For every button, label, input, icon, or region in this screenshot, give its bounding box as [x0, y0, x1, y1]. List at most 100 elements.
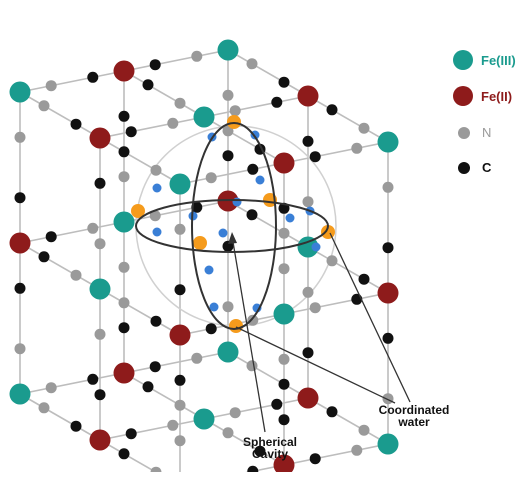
c-atom [271, 96, 283, 108]
n-atom [358, 424, 370, 436]
fe2-atom [113, 60, 135, 82]
cn-bond [99, 418, 205, 441]
c-atom [205, 323, 217, 335]
n-atom [278, 227, 290, 239]
n-atom [302, 196, 314, 208]
water-hydrogen [255, 175, 265, 185]
fe2-atom [169, 324, 191, 346]
water-oxygen [131, 204, 145, 218]
n-legend-dot [458, 126, 470, 139]
c-atom [302, 135, 314, 147]
c-atom [358, 273, 370, 285]
n-atom [38, 100, 50, 112]
cavity-ring-horizontal [135, 199, 329, 253]
cn-bond [19, 393, 101, 441]
cn-bond [179, 162, 285, 185]
water-hydrogen [311, 242, 321, 252]
cn-bond [123, 372, 205, 420]
n-atom [246, 360, 258, 372]
cn-bond [123, 49, 229, 72]
n-atom [278, 353, 290, 365]
fe3-atom [217, 39, 239, 61]
n-atom [150, 466, 162, 477]
fe2-atom [377, 282, 399, 304]
cn-bond [123, 351, 229, 374]
fe2-atom [297, 85, 319, 107]
cn-bond [123, 200, 229, 223]
c-atom [70, 118, 82, 130]
fe3-atom [273, 303, 295, 325]
c-atom [118, 448, 130, 460]
c-atom [278, 414, 290, 426]
c-atom [94, 389, 106, 401]
cn-bond [19, 221, 125, 244]
annotation-spherical-cavity: Spherical Cavity [230, 436, 310, 460]
c-atom [278, 76, 290, 88]
c-atom [174, 374, 186, 386]
n-atom [167, 419, 179, 431]
n-atom [45, 382, 57, 394]
c-atom [142, 79, 154, 91]
fe2-atom [273, 152, 295, 174]
n-atom [45, 80, 57, 92]
n-atom [326, 255, 338, 267]
c-atom [382, 242, 394, 254]
n-atom [70, 269, 82, 281]
n-atom [174, 435, 186, 447]
cn-bond [203, 95, 309, 118]
n-atom [222, 301, 234, 313]
cn-bond [203, 418, 285, 466]
legend-item-n: N [458, 125, 491, 140]
c-atom [278, 378, 290, 390]
fe3-atom [193, 408, 215, 430]
c-atom [142, 381, 154, 393]
legend-item-c: C [458, 160, 491, 175]
water-hydrogen [152, 227, 162, 237]
c-atom [247, 163, 259, 175]
fe3-atom [377, 433, 399, 455]
fe3-atom [217, 341, 239, 363]
coordinated-water-layer [131, 115, 335, 333]
cn-bond [203, 116, 285, 164]
c-atom [254, 445, 266, 457]
n-atom [309, 302, 321, 314]
n-atom [167, 117, 179, 129]
c-atom [326, 406, 338, 418]
annotation-spherical-cavity-line2: Cavity [251, 447, 289, 461]
n-atom [302, 286, 314, 298]
fe2-atom [89, 127, 111, 149]
n-atom [94, 238, 106, 250]
water-hydrogen [285, 213, 295, 223]
n-atom [94, 328, 106, 340]
c-atom [118, 146, 130, 158]
n-atom [174, 97, 186, 109]
cn-bond [99, 439, 166, 477]
cn-bond [19, 91, 101, 139]
cn-bond [19, 242, 101, 290]
n-atom [149, 210, 161, 222]
c-atom [149, 361, 161, 373]
cn-bond [19, 372, 125, 395]
c-atom [38, 251, 50, 263]
cn-bond [283, 443, 389, 466]
n-atom [229, 407, 241, 419]
pointer-water-1 [329, 232, 411, 403]
water-hydrogen [152, 183, 162, 193]
cavity-rings [135, 122, 329, 330]
n-atom [174, 399, 186, 411]
n-atom [246, 58, 258, 70]
fe3-atom [377, 131, 399, 153]
n-atom [222, 427, 234, 439]
n-atom [229, 105, 241, 117]
c-atom [70, 420, 82, 432]
fe3-legend-dot [453, 50, 473, 70]
c-atom [302, 347, 314, 359]
cn-bond [19, 70, 125, 93]
cn-bond [283, 292, 389, 315]
n-atom [358, 122, 370, 134]
n-atom [351, 444, 363, 456]
n-atom [150, 164, 162, 176]
fe2-atom [273, 454, 295, 476]
